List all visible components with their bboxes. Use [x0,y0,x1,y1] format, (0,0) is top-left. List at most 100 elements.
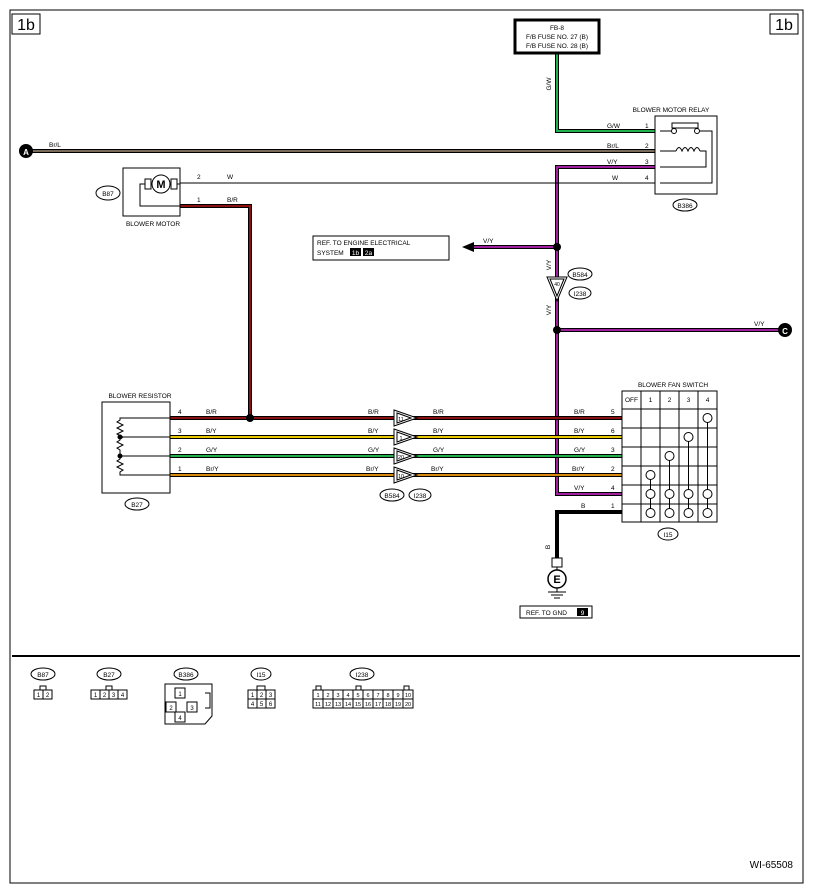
ground-ref-badge: 9 [581,610,585,617]
cv-i238-pin: 2 [326,693,329,699]
page-tag-right-box [769,13,799,35]
ground-ref-label: REF. TO GND [526,610,567,617]
cv-i15-pin: 5 [260,702,264,708]
switch-connector: I15 [663,532,672,539]
resistor-box [101,401,171,494]
cv-b386-pin: 2 [169,706,173,712]
resistor-connector: B27 [131,502,143,509]
cv-b386-pin: 1 [178,692,182,698]
inline-conn2-tag [408,488,432,502]
cv-i238-name: I238 [356,672,369,679]
cv-i238-pin: 13 [335,702,341,708]
inline-conn1-tag [379,488,405,502]
motor-wire-2: W [227,174,234,181]
inline-right-wire-1: B/R [433,409,444,416]
cv-b87 [33,685,53,700]
resistor-wire-2: G/Y [206,447,218,454]
cv-i238-pin: 1 [316,693,319,699]
fuse-wire-label: G/W [546,77,553,91]
relay-symbol [660,122,713,184]
switch-wire-6: B/Y [574,428,585,435]
inline-pin-3: 20 [398,455,404,461]
fuse-box [513,18,601,55]
cv-i238-pin: 20 [405,702,411,708]
switch-wire-1: B [581,503,585,510]
cv-i15-pin: 3 [269,693,273,699]
junction-dot [553,326,561,334]
ground-ref-box [519,605,593,619]
joint-conn2-tag [568,286,592,300]
relay-wire-4: W [612,175,619,182]
motor-title: BLOWER MOTOR [126,221,180,228]
cv-i238-pin: 9 [396,693,399,699]
cv-i238-pin: 3 [336,693,339,699]
motor-symbol [151,174,171,194]
joint-connector [546,276,568,303]
cv-i238-pin: 18 [385,702,391,708]
junction-dot [553,243,561,251]
relay-box [654,115,718,195]
figure-id: WI-65508 [750,860,794,871]
node-a-label: A [23,148,29,157]
inline-right-wire-3: G/Y [433,447,445,454]
inline-conn2: I238 [414,493,427,500]
inline-right-wire-2: B/Y [433,428,444,435]
cv-i238-key [403,685,410,691]
cv-i238-tag [349,667,375,681]
relay-connector: B386 [677,203,693,210]
motor-pin-2: 2 [197,174,201,181]
switch-pin-3: 3 [611,447,615,454]
ref-engine-line2: SYSTEM [317,250,344,257]
relay-pin-3: 3 [645,159,649,166]
cv-b87-tag [30,667,56,681]
switch-col-1: 1 [649,397,653,404]
resistor-pin-3: 3 [178,428,182,435]
page-tag-left-box [11,13,41,35]
inline-pin-1: 11 [398,417,404,423]
inline-left-wire-3: G/Y [368,447,380,454]
ground-icon [548,588,566,599]
cv-i15 [247,685,276,709]
motor-pin-1: 1 [197,197,201,204]
ground-terminal [551,557,563,568]
node-c-wire: V/Y [754,321,765,328]
resistor-connector-tag [124,497,150,511]
cv-i238-pin: 12 [325,702,331,708]
motor-brush-left [144,178,152,190]
cv-i238-pin: 16 [365,702,371,708]
switch-pin-6: 6 [611,428,615,435]
inline-pin-4: 10 [398,474,404,480]
junction-dot [246,414,254,422]
ref-engine-badge1-bg [350,248,361,256]
resistor-title: BLOWER RESISTOR [108,393,171,400]
ground-ref-badge-bg [577,608,588,616]
motor-connector: B87 [102,191,114,198]
ref-engine-badge2-bg [363,248,374,256]
cv-b87-pin: 1 [37,693,41,699]
ref-engine-line1: REF. TO ENGINE ELECTRICAL [317,240,411,247]
switch-connector-tag [657,527,679,541]
joint-connector-inner [549,278,565,298]
cv-i238-key [355,685,362,691]
cv-i238-pin: 8 [386,693,389,699]
relay-wire-3: V/Y [607,159,618,166]
joint-conn2: I238 [574,291,587,298]
inline-left-wire-4: Br/Y [366,466,379,473]
resistor-node [117,453,123,459]
cv-i238-pin: 6 [366,693,369,699]
page-tag-right: 1b [775,17,793,34]
ref-engine-badge2: 2a [365,250,373,257]
switch-wire-4: V/Y [574,485,585,492]
cv-i238-pin: 5 [356,693,359,699]
cv-i238-pin: 14 [345,702,351,708]
cv-b27-pin: 2 [103,693,107,699]
cv-i15-pin: 1 [251,693,255,699]
switch-col-3: 3 [687,397,691,404]
cv-i15-tag [250,667,272,681]
cv-b27-pin: 3 [112,693,116,699]
cv-i238-pin: 10 [405,693,411,699]
switch-col-4: 4 [706,397,710,404]
relay-wire-1: G/W [607,123,621,130]
switch-wire-5: B/R [574,409,585,416]
joint-conn1: B584 [572,272,588,279]
